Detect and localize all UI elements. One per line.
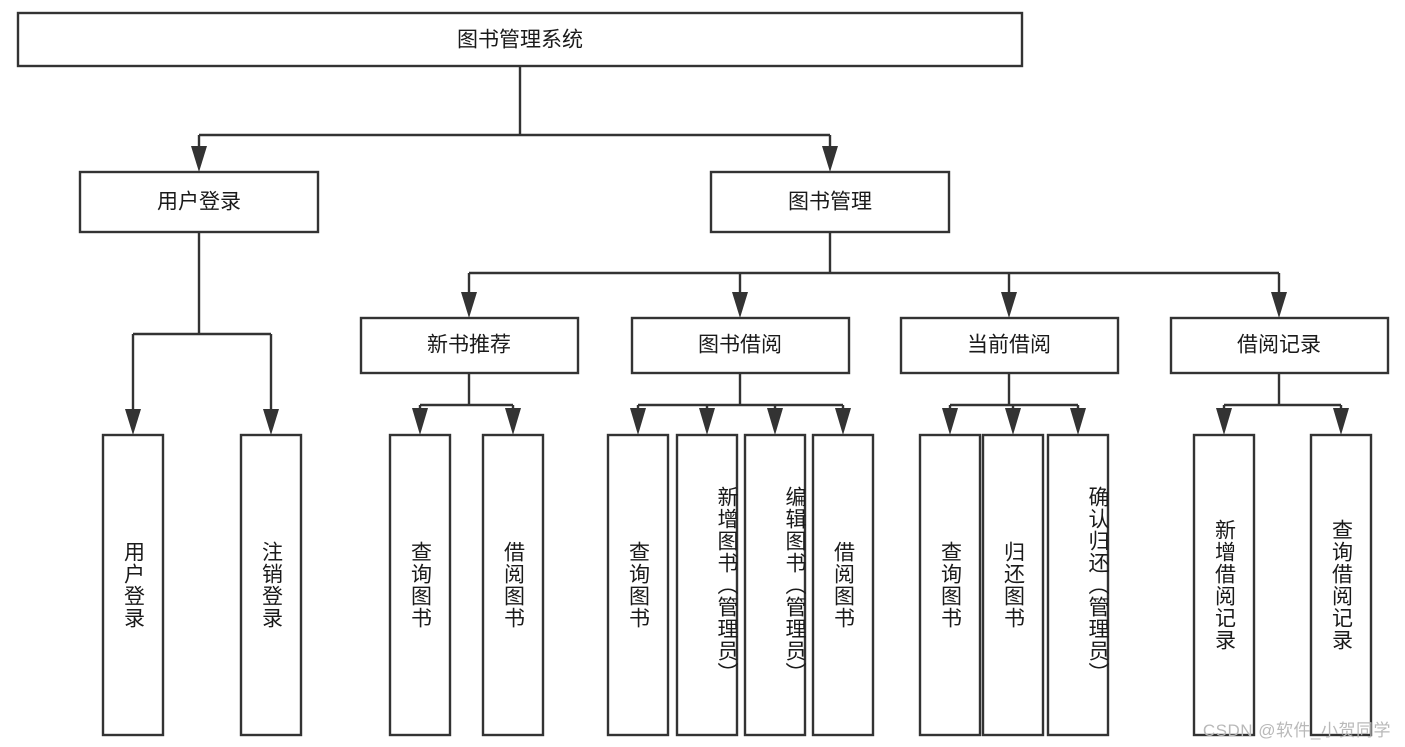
arrow-to-leaf-borrow-book-2	[835, 408, 851, 435]
node-borrow-record[interactable]: 借阅记录	[1169, 316, 1390, 375]
arrow-to-leaf-query-record	[1333, 408, 1349, 435]
connector-group-book-borrow	[630, 373, 851, 435]
node-user-login[interactable]: 用户登录	[78, 170, 320, 234]
node-book-management[interactable]: 图书管理	[709, 170, 951, 234]
leaf-box-add-book[interactable]	[675, 433, 739, 737]
node-user-login-box[interactable]	[78, 170, 320, 234]
arrow-to-book-borrow	[732, 292, 748, 318]
arrow-to-leaf-borrow-book-1	[505, 408, 521, 435]
leaf-box-user-login[interactable]	[101, 433, 165, 737]
arrow-to-leaf-query-book-1	[412, 408, 428, 435]
arrow-to-leaf-edit-book	[767, 408, 783, 435]
arrow-to-leaf-return-book	[1005, 408, 1021, 435]
node-new-book-recommend[interactable]: 新书推荐	[359, 316, 580, 375]
arrow-to-leaf-user-login	[125, 409, 141, 435]
leaf-box-edit-book[interactable]	[743, 433, 807, 737]
node-book-management-box[interactable]	[709, 170, 951, 234]
node-book-borrow[interactable]: 图书借阅	[630, 316, 851, 375]
connector-group-user-login	[125, 232, 279, 435]
node-borrow-record-box[interactable]	[1169, 316, 1390, 375]
arrow-to-leaf-logout-login	[263, 409, 279, 435]
leaf-box-query-record[interactable]	[1309, 433, 1373, 737]
connector-group-root	[191, 66, 838, 172]
leaf-box-query-book-2[interactable]	[606, 433, 670, 737]
connector-group-new-book-recommend	[412, 373, 521, 435]
arrow-to-leaf-query-book-2	[630, 408, 646, 435]
node-book-management-label: 图书管理	[788, 191, 872, 214]
leaf-box-add-record[interactable]	[1192, 433, 1256, 737]
arrow-to-new-book-recommend	[461, 292, 477, 318]
arrow-to-current-borrow	[1001, 292, 1017, 318]
node-root[interactable]: 图书管理系统	[16, 11, 1024, 68]
arrow-root-to-user-login	[191, 146, 207, 172]
leaf-box-query-book-3[interactable]	[918, 433, 982, 737]
leaf-box-return-book[interactable]	[981, 433, 1045, 737]
node-root-label: 图书管理系统	[457, 29, 583, 52]
leaf-box-query-book-1[interactable]	[388, 433, 452, 737]
node-new-book-recommend-label: 新书推荐	[427, 334, 511, 357]
arrow-root-to-book-management	[822, 146, 838, 172]
node-book-borrow-label: 图书借阅	[698, 334, 782, 357]
node-current-borrow-box[interactable]	[899, 316, 1120, 375]
node-new-book-recommend-box[interactable]	[359, 316, 580, 375]
leaf-box-logout-login[interactable]	[239, 433, 303, 737]
leaf-box-confirm-return[interactable]	[1046, 433, 1110, 737]
arrow-to-leaf-add-record	[1216, 408, 1232, 435]
arrow-to-leaf-confirm-return	[1070, 408, 1086, 435]
arrow-to-leaf-add-book	[699, 408, 715, 435]
connector-group-current-borrow	[942, 373, 1086, 435]
node-current-borrow-label: 当前借阅	[967, 334, 1051, 357]
node-current-borrow[interactable]: 当前借阅	[899, 316, 1120, 375]
arrow-to-borrow-record	[1271, 292, 1287, 318]
node-user-login-label: 用户登录	[157, 191, 241, 214]
node-borrow-record-label: 借阅记录	[1237, 334, 1321, 357]
leaf-box-borrow-book-2[interactable]	[811, 433, 875, 737]
node-book-borrow-box[interactable]	[630, 316, 851, 375]
node-root-box[interactable]	[16, 11, 1024, 68]
arrow-to-leaf-query-book-3	[942, 408, 958, 435]
connector-group-book-management	[461, 232, 1287, 318]
connector-group-borrow-record	[1216, 373, 1349, 435]
leaf-box-borrow-book-1[interactable]	[481, 433, 545, 737]
watermark-text: CSDN @软件_小贺同学	[1202, 721, 1391, 740]
